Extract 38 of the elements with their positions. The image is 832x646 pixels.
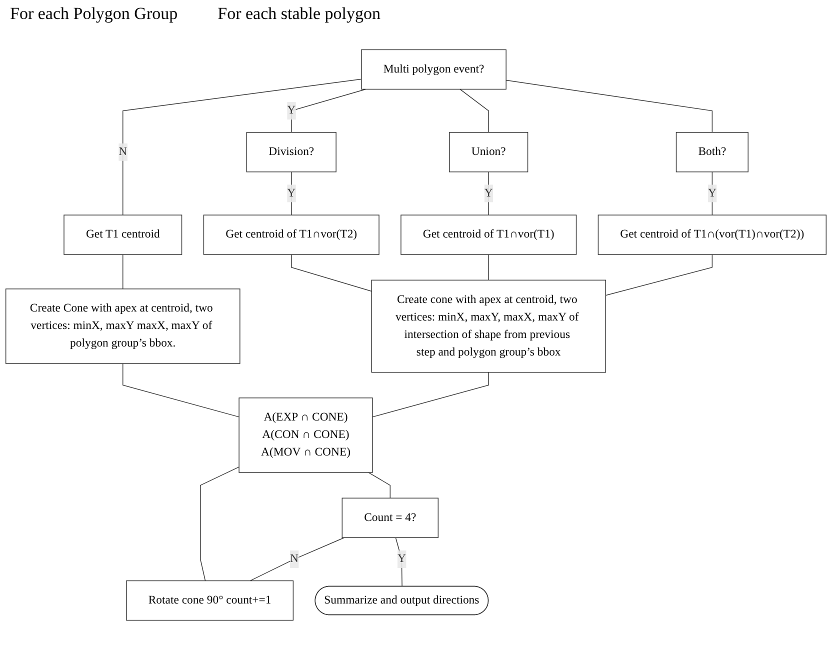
connector <box>122 78 362 216</box>
node-box: A(EXP ∩ CONE) A(CON ∩ CONE) A(MOV ∩ CONE) <box>238 398 373 473</box>
connector <box>250 537 345 582</box>
node-box: Create Cone with apex at centroid, two vertices: minX, maxY maxX, maxY of polygon group’s bbox. <box>5 288 240 364</box>
edge-label: Y <box>287 186 296 200</box>
connector <box>488 254 489 280</box>
node-box: Division? <box>246 132 336 172</box>
diagram-title: For each Polygon Group <box>10 4 178 24</box>
edge-label: Y <box>397 552 406 566</box>
node-box: Multi polygon event? <box>361 49 506 90</box>
node-box: Get centroid of T1∩vor(T1) <box>400 214 577 255</box>
connector <box>291 254 372 292</box>
connector <box>506 80 713 133</box>
note-label: For each stable polygon <box>218 4 381 24</box>
connector <box>368 472 390 498</box>
connector <box>122 254 124 290</box>
connector <box>460 88 489 133</box>
node-box: Create cone with apex at centroid, two vertices: minX, maxY, maxX, maxY of intersection of shape from previous step and polygon group’s bbox <box>371 280 606 373</box>
edge-label: Y <box>287 104 296 117</box>
node-box: Both? <box>676 132 748 172</box>
edge-label: Y <box>484 186 493 200</box>
connector <box>291 172 292 216</box>
connector <box>200 466 240 582</box>
node-box: Get T1 centroid <box>64 214 182 255</box>
node-box: Rotate cone 90° count+=1 <box>126 580 294 621</box>
edge-label: N <box>118 146 128 158</box>
node-box: Count = 4? <box>342 498 439 538</box>
edge-label: N <box>290 552 298 566</box>
node-box: Get centroid of T1∩(vor(T1)∩vor(T2)) <box>598 214 827 255</box>
edge-label: Y <box>708 186 716 200</box>
connector <box>122 363 240 418</box>
node-box: Get centroid of T1∩vor(T2) <box>203 214 380 255</box>
connector <box>488 172 489 216</box>
connector <box>291 88 366 133</box>
connector <box>605 254 713 296</box>
node-box: Union? <box>449 132 528 172</box>
connector <box>712 172 713 216</box>
connector <box>372 372 489 418</box>
